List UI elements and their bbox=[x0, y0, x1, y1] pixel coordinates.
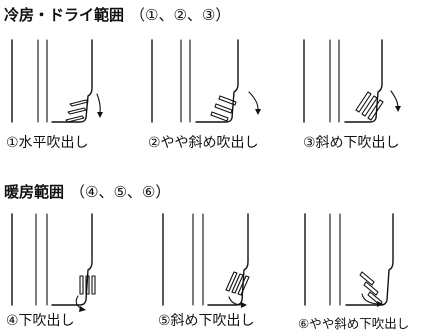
heating-heading: 暖房範囲 （④、⑤、⑥） bbox=[4, 183, 170, 201]
heating-title: 暖房範囲 bbox=[4, 183, 65, 201]
heating-refs: （④、⑤、⑥） bbox=[70, 183, 171, 201]
indoor-unit-2 bbox=[151, 39, 239, 123]
airflow-arrow-2 bbox=[248, 91, 261, 115]
caption-downward: ④下吹出し bbox=[6, 313, 75, 329]
louver-vanes-2 bbox=[210, 95, 237, 122]
airflow-arrow-1 bbox=[96, 93, 103, 118]
caption-horizontal: ①水平吹出し bbox=[6, 135, 89, 151]
indoor-unit-4 bbox=[11, 213, 93, 306]
airflow-arrow-5 bbox=[228, 296, 247, 308]
louver-vanes-4 bbox=[79, 275, 96, 295]
airflow-arrow-6 bbox=[361, 293, 383, 307]
caption-diagonal-down-heating: ⑤斜め下吹出し bbox=[158, 313, 255, 329]
caption-slightly-diagonal-down: ⑥やや斜め下吹出し bbox=[298, 316, 410, 331]
indoor-unit-5 bbox=[162, 213, 249, 306]
diagram-downward bbox=[11, 213, 96, 312]
diagram-diagonal-down-heating bbox=[162, 213, 250, 308]
cooling-heading: 冷房・ドライ範囲 （①、②、③） bbox=[4, 6, 230, 24]
cooling-refs: （①、②、③） bbox=[130, 6, 231, 24]
indoor-unit-6 bbox=[304, 213, 394, 306]
diagram-slightly-diagonal-down bbox=[304, 213, 394, 307]
cooling-title: 冷房・ドライ範囲 bbox=[4, 6, 125, 24]
indoor-unit-3 bbox=[303, 39, 383, 123]
airflow-arrow-4 bbox=[75, 295, 86, 312]
diagram-horizontal bbox=[11, 39, 103, 123]
caption-slightly-slanted: ②やや斜め吹出し bbox=[148, 135, 259, 151]
caption-diagonal-down: ③斜め下吹出し bbox=[303, 135, 400, 151]
diagram-diagonal-down bbox=[303, 39, 401, 123]
louver-vanes-5 bbox=[225, 271, 250, 296]
indoor-unit-1 bbox=[11, 39, 93, 123]
louver-vanes-3 bbox=[355, 91, 384, 121]
louver-vanes-1 bbox=[65, 99, 89, 123]
louver-vanes-6 bbox=[359, 271, 383, 306]
airflow-arrow-3 bbox=[390, 90, 401, 112]
diagram-slightly-slanted bbox=[151, 39, 261, 123]
